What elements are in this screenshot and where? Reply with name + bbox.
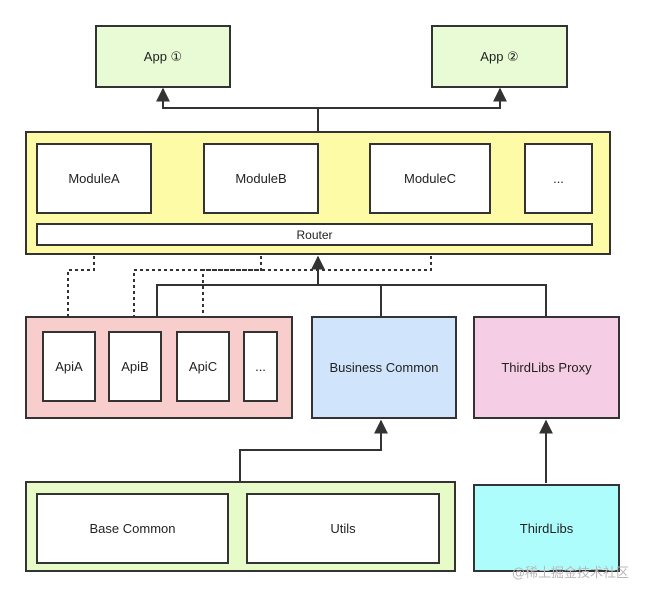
base-common-label: Base Common — [89, 521, 176, 536]
api-c-box: ApiC — [176, 331, 230, 402]
api-more-box: ... — [243, 331, 278, 402]
module-b-box: ModuleB — [203, 143, 319, 214]
business-common-label: Business Common — [329, 360, 439, 375]
api-b-label: ApiB — [121, 359, 149, 374]
thirdlibs-proxy-label: ThirdLibs Proxy — [501, 360, 592, 375]
router-label: Router — [296, 227, 333, 242]
api-a-box: ApiA — [42, 331, 96, 402]
utils-label: Utils — [330, 521, 356, 536]
module-c-box: ModuleC — [369, 143, 491, 214]
api-c-label: ApiC — [188, 359, 218, 374]
module-more-label: ... — [553, 171, 564, 186]
app-2-label: App ② — [480, 48, 519, 64]
base-common-box: Base Common — [36, 493, 229, 564]
business-common-box: Business Common — [311, 316, 457, 419]
edge-modules-to-app2 — [318, 87, 507, 109]
module-c-label: ModuleC — [403, 171, 457, 186]
thirdlibs-box: ThirdLibs — [473, 484, 620, 572]
app-1-box: App ① — [95, 25, 231, 88]
watermark-text: @稀土掘金技术社区 — [511, 566, 629, 581]
utils-box: Utils — [246, 493, 440, 564]
module-a-box: ModuleA — [36, 143, 152, 214]
api-more-label: ... — [255, 359, 266, 374]
thirdlibs-proxy-box: ThirdLibs Proxy — [473, 316, 620, 419]
api-b-box: ApiB — [108, 331, 162, 402]
module-more-box: ... — [524, 143, 593, 214]
app-2-box: App ② — [431, 25, 568, 88]
edge-modulea-to-apia — [61, 214, 95, 332]
edge-modules-to-app1 — [156, 87, 319, 131]
app-1-label: App ① — [143, 48, 183, 64]
api-a-label: ApiA — [55, 359, 83, 374]
router-box: Router — [36, 223, 593, 246]
thirdlibs-label: ThirdLibs — [519, 520, 574, 536]
edge-api-layer-up — [156, 284, 547, 316]
edge-moduleb-to-apib — [127, 214, 262, 332]
edge-base-to-business — [239, 419, 388, 481]
module-a-label: ModuleA — [68, 171, 120, 186]
module-b-label: ModuleB — [235, 171, 287, 186]
